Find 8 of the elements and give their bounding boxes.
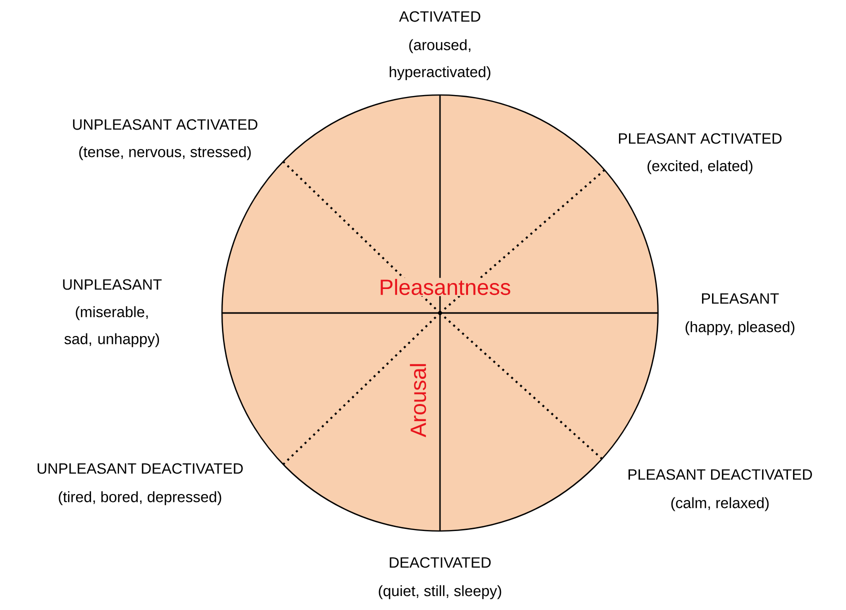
category-label: UNPLEASANT <box>63 279 162 290</box>
example-words: (aroused, hyperactivated) <box>390 39 490 80</box>
example-words: (happy, pleased) <box>686 321 794 336</box>
example-words: (quiet, still, sleepy) <box>378 585 502 600</box>
category-label: DEACTIVATED <box>390 557 491 568</box>
example-words: (miserable, sad, unhappy) <box>64 306 159 348</box>
category-label: ACTIVATED <box>399 11 480 22</box>
category-label: PLEASANT <box>702 293 779 304</box>
